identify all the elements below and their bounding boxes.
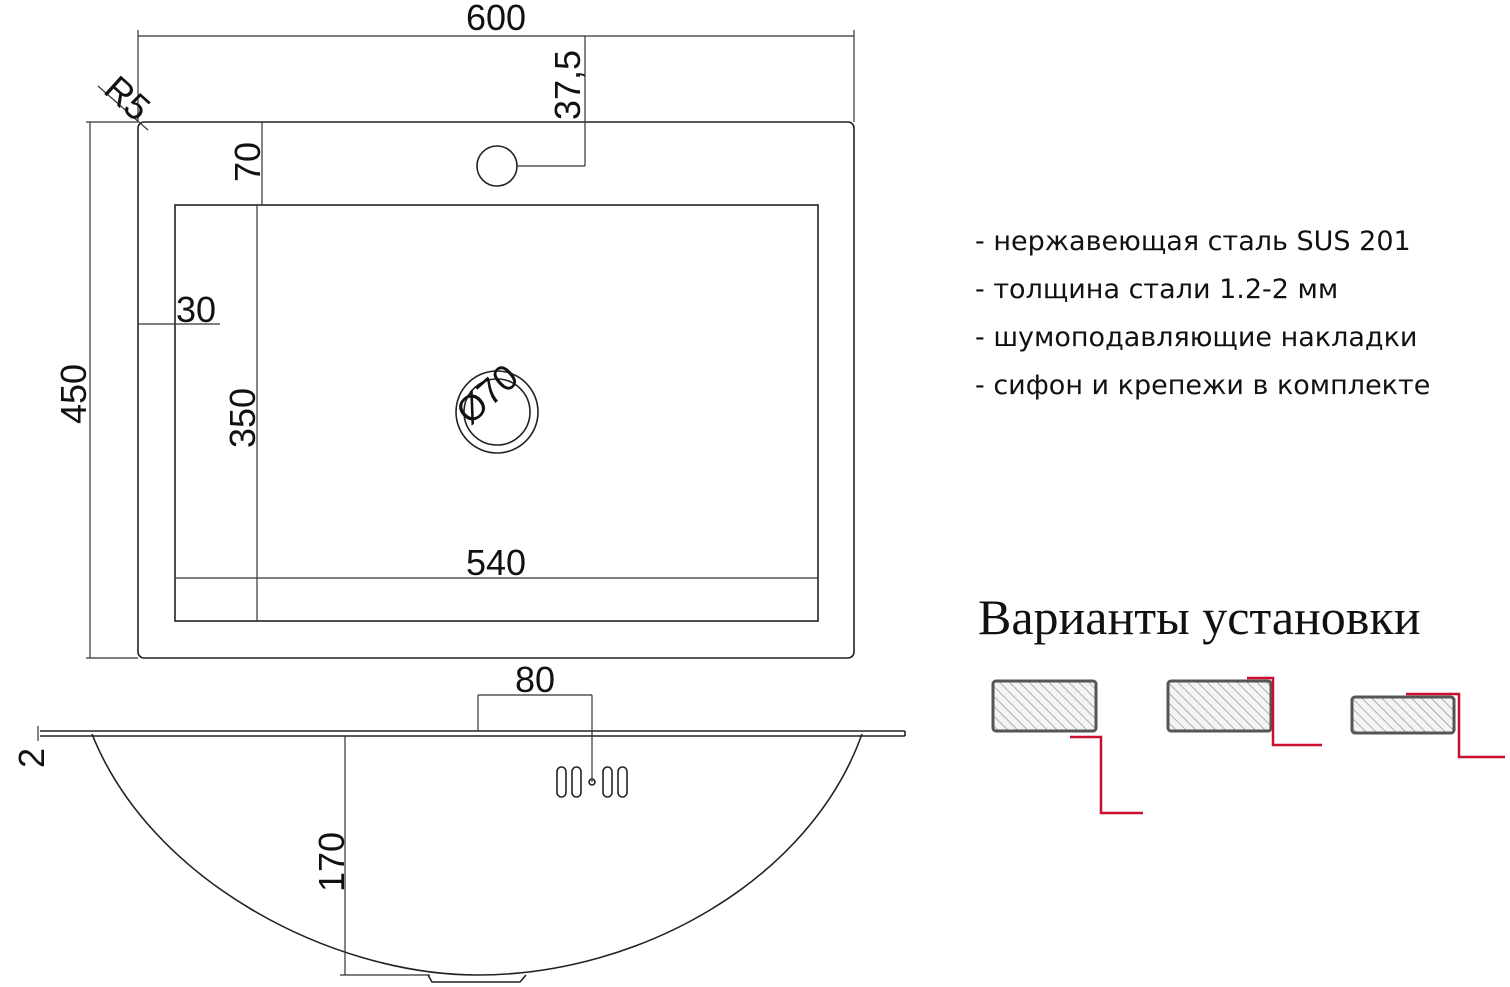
- drain-outer: [455, 370, 539, 454]
- countertop-block: [991, 679, 1098, 733]
- dim-600: 600: [466, 0, 526, 38]
- tap-hole: [476, 145, 518, 187]
- overflow-slot: [571, 766, 582, 798]
- dim-30: 30: [176, 289, 216, 330]
- dim-170: 170: [311, 832, 352, 892]
- dim-37-5: 37,5: [547, 50, 588, 120]
- bowl-outline: [174, 204, 819, 622]
- dim-r5: R5: [97, 67, 159, 128]
- installation-variant-2: [1166, 676, 1322, 747]
- installation-variant-3: [1350, 692, 1505, 759]
- dim-drain-diameter: Ø70: [448, 356, 526, 432]
- feature-noise-pads: - шумоподавляющие накладки: [975, 322, 1418, 353]
- countertop-block: [1350, 695, 1456, 735]
- feature-thickness: - толщина стали 1.2-2 мм: [975, 274, 1339, 305]
- side-view: 80 2 170: [11, 659, 906, 983]
- overflow-slot: [617, 766, 628, 798]
- sink-outline: [137, 121, 855, 659]
- overflow-slot: [556, 766, 567, 798]
- drain-inner: [463, 378, 531, 446]
- dim-450: 450: [53, 364, 94, 424]
- countertop-block: [1166, 679, 1273, 733]
- bowl-profile: [91, 733, 863, 976]
- top-view: 600 R5 37,5 70 30 450 350 540 Ø70: [53, 0, 855, 659]
- dim-70: 70: [227, 142, 268, 182]
- overflow-slot: [602, 766, 613, 798]
- sink-position-line: [1406, 692, 1505, 759]
- sink-position-line: [1070, 735, 1143, 815]
- installation-variant-1: [991, 679, 1143, 815]
- dim-540: 540: [466, 542, 526, 583]
- dim-2: 2: [11, 748, 52, 768]
- installation-title: Варианты установки: [978, 589, 1421, 645]
- feature-material: - нержавеющая сталь SUS 201: [975, 226, 1411, 257]
- sink-position-line: [1247, 676, 1322, 747]
- feature-siphon: - сифон и крепежи в комплекте: [975, 370, 1431, 401]
- dim-350: 350: [222, 388, 263, 448]
- dim-80: 80: [515, 659, 555, 700]
